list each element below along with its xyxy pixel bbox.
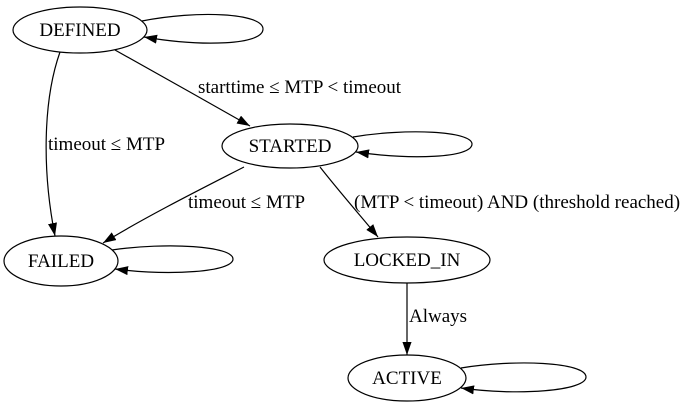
edge-defined-self-loop <box>141 13 264 44</box>
state-label-defined: DEFINED <box>39 20 120 41</box>
edge-label-defined-failed: timeout ≤ MTP <box>48 134 165 155</box>
edge-defined-to-started <box>114 49 251 127</box>
state-ellipse-started <box>221 123 359 169</box>
state-node-failed: FAILED <box>3 235 119 287</box>
edge-failed-self-loop <box>111 245 234 276</box>
state-label-locked-in: LOCKED_IN <box>354 250 461 271</box>
edge-label-defined-started: starttime ≤ MTP < timeout <box>198 77 402 98</box>
state-node-defined: DEFINED <box>12 6 148 54</box>
edge-label-started-locked-in: (MTP < timeout) AND (threshold reached) <box>354 192 680 213</box>
state-node-started: STARTED <box>221 123 359 169</box>
edge-label-locked-in-active: Always <box>409 306 467 327</box>
edge-active-self-loop <box>460 362 587 395</box>
edge-started-self-loop <box>352 131 473 159</box>
state-node-locked-in: LOCKED_IN <box>323 236 491 284</box>
edges-layer <box>45 13 587 395</box>
state-ellipse-failed <box>3 235 119 287</box>
state-ellipse-defined <box>12 6 148 54</box>
edge-labels-layer: starttime ≤ MTP < timeout timeout ≤ MTP … <box>48 77 680 327</box>
edge-label-started-failed: timeout ≤ MTP <box>188 192 305 213</box>
state-ellipse-active <box>347 354 467 402</box>
edge-started-to-locked-in <box>319 166 379 238</box>
state-node-active: ACTIVE <box>347 354 467 402</box>
nodes-layer: DEFINED STARTED FAILED LOCKED_IN ACTIVE <box>3 6 491 402</box>
state-label-active: ACTIVE <box>372 368 442 389</box>
edge-defined-to-failed <box>45 51 61 237</box>
state-label-started: STARTED <box>249 136 332 157</box>
state-ellipse-locked-in <box>323 236 491 284</box>
edge-started-to-failed <box>102 166 245 244</box>
state-label-failed: FAILED <box>28 251 94 272</box>
